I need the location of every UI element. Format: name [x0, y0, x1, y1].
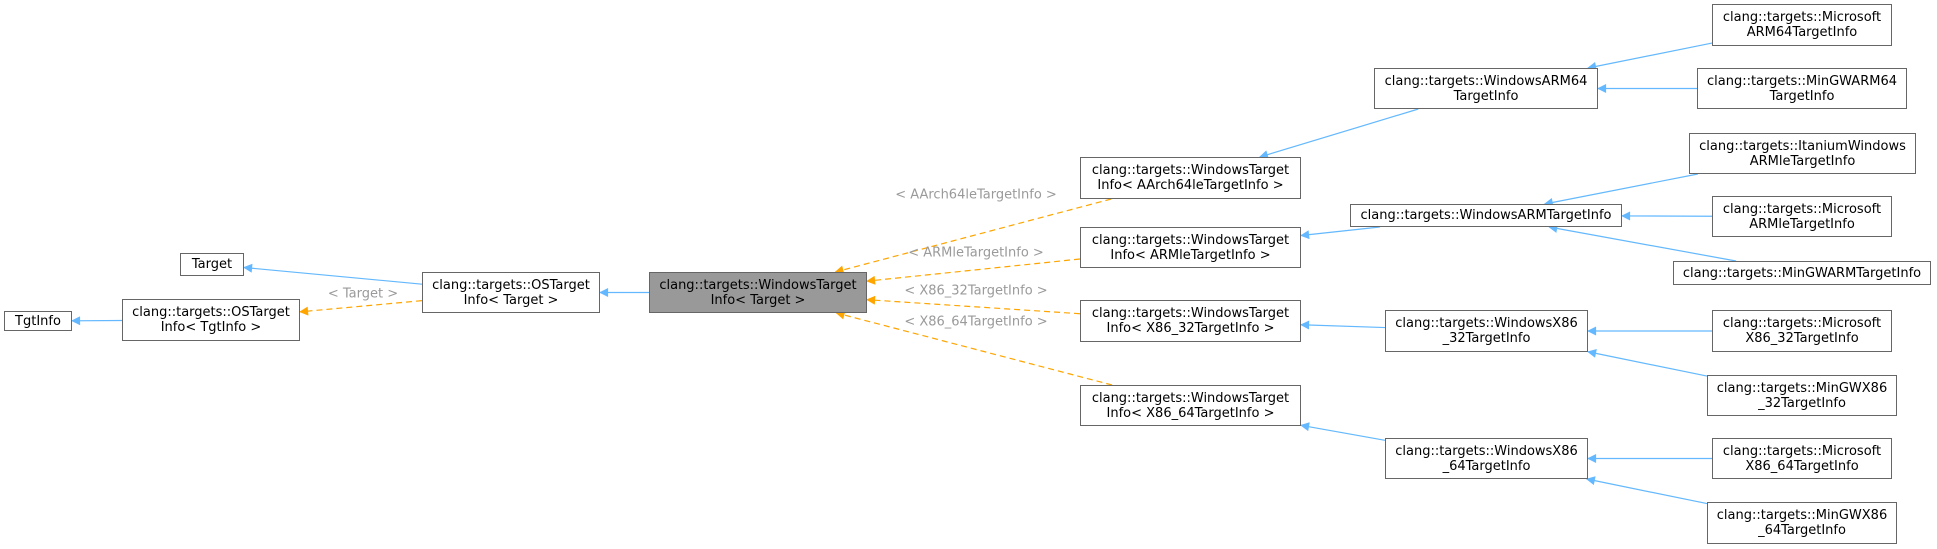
node-label-line: X86_64TargetInfo	[1745, 458, 1859, 474]
node-label-line: _32TargetInfo	[1442, 331, 1531, 346]
inheritance-edge	[1548, 224, 1737, 262]
inheritance-edge	[1300, 226, 1380, 240]
node-label-line: Info< ARMleTargetInfo >	[1110, 247, 1271, 263]
node-label-line: _64TargetInfo	[1442, 458, 1531, 474]
node-label-line: clang::targets::ItaniumWindows	[1699, 138, 1906, 154]
node-microsoft-armle-targetinfo[interactable]: clang::targets::Microsoft ARMleTargetInf…	[1712, 196, 1892, 237]
inheritance-edge	[1543, 173, 1698, 207]
node-windows-x86-64-targetinfo[interactable]: clang::targets::WindowsX86 _64TargetInfo	[1385, 438, 1588, 479]
edge-label-x86-32: < X86_32TargetInfo >	[904, 283, 1048, 299]
node-label-line: clang::targets::OSTarget	[132, 305, 290, 320]
node-mingw-arm64-targetinfo[interactable]: clang::targets::MinGWARM64 TargetInfo	[1697, 68, 1907, 109]
inheritance-edge	[1585, 476, 1708, 505]
node-label-line: Target	[191, 257, 233, 272]
node-mingw-x86-32-targetinfo[interactable]: clang::targets::MinGWX86 _32TargetInfo	[1707, 375, 1897, 416]
node-label-line: clang::targets::WindowsX86	[1395, 443, 1578, 459]
node-itaniumwindows-armle-targetinfo[interactable]: clang::targets::ItaniumWindows ARMleTarg…	[1689, 133, 1916, 174]
node-label-line: X86_32TargetInfo	[1745, 331, 1859, 346]
node-label-line: TargetInfo	[1453, 88, 1519, 104]
node-label-line: clang::targets::WindowsARMTargetInfo	[1360, 208, 1612, 223]
node-target[interactable]: Target	[180, 253, 244, 276]
node-windows-x86-32-targetinfo[interactable]: clang::targets::WindowsX86 _32TargetInfo	[1385, 310, 1588, 352]
inheritance-edge	[1300, 320, 1386, 330]
edge-label-x86-64: < X86_64TargetInfo >	[904, 314, 1048, 330]
node-label-line: Info< X86_64TargetInfo >	[1106, 405, 1275, 421]
inheritance-edge	[243, 263, 423, 285]
node-label-line: clang::targets::WindowsTarget	[1091, 163, 1290, 178]
node-windowstarget-info-target: clang::targets::WindowsTarget Info< Targ…	[649, 272, 867, 313]
node-windowstarget-info-x86-64[interactable]: clang::targets::WindowsTarget Info< X86_…	[1080, 385, 1301, 426]
node-microsoft-arm64-targetinfo[interactable]: clang::targets::Microsoft ARM64TargetInf…	[1712, 4, 1892, 46]
node-windowstarget-info-armle[interactable]: clang::targets::WindowsTarget Info< ARMl…	[1080, 227, 1301, 268]
node-label-line: clang::targets::Microsoft	[1722, 316, 1882, 331]
inheritance-edge	[1300, 422, 1386, 441]
edge-label-armle: < ARMleTargetInfo >	[908, 245, 1044, 261]
edge-label-aarch64: < AArch64leTargetInfo >	[895, 187, 1057, 203]
node-label-line: ARMleTargetInfo	[1749, 153, 1856, 169]
inheritance-edge	[1587, 42, 1713, 71]
node-label-line: ARMleTargetInfo	[1749, 216, 1855, 232]
inheritance-edge	[1587, 348, 1708, 377]
node-label-line: Info< Target >	[710, 292, 806, 308]
node-label-line: clang::targets::WindowsX86	[1395, 316, 1578, 331]
node-label-line: Info< Target >	[463, 292, 559, 308]
node-windows-arm64-targetinfo[interactable]: clang::targets::WindowsARM64 TargetInfo	[1374, 68, 1598, 109]
node-label-line: clang::targets::Microsoft	[1722, 10, 1882, 25]
node-label-line: Info< X86_32TargetInfo >	[1106, 321, 1275, 336]
node-microsoft-x86-64-targetinfo[interactable]: clang::targets::Microsoft X86_64TargetIn…	[1712, 438, 1892, 479]
node-mingw-arm-targetinfo[interactable]: clang::targets::MinGWARMTargetInfo	[1673, 261, 1931, 285]
node-mingw-x86-64-targetinfo[interactable]: clang::targets::MinGWX86 _64TargetInfo	[1707, 502, 1897, 544]
inheritance-edge	[1258, 108, 1419, 159]
node-label-line: clang::targets::MinGWARMTargetInfo	[1682, 265, 1922, 281]
node-label-line: clang::targets::Microsoft	[1722, 201, 1882, 217]
template-edge	[299, 300, 423, 316]
node-label-line: TgtInfo	[15, 313, 61, 329]
node-label-line: clang::targets::MinGWX86	[1716, 508, 1888, 523]
node-label-line: clang::targets::WindowsTarget	[659, 277, 857, 293]
node-ostarget-info-target[interactable]: clang::targets::OSTarget Info< Target >	[422, 272, 600, 313]
template-edge	[835, 310, 1113, 386]
node-windowstarget-info-aarch64[interactable]: clang::targets::WindowsTarget Info< AArc…	[1080, 157, 1301, 199]
node-label-line: Info< TgtInfo >	[160, 320, 262, 335]
node-label-line: _32TargetInfo	[1758, 395, 1846, 411]
node-label-line: TargetInfo	[1769, 88, 1835, 104]
edge-label-target: < Target >	[327, 286, 399, 302]
node-label-line: Info< AArch64leTargetInfo >	[1097, 178, 1284, 193]
node-tgtinfo[interactable]: TgtInfo	[4, 311, 72, 331]
node-label-line: clang::targets::WindowsTarget	[1091, 390, 1290, 406]
node-windows-arm-targetinfo[interactable]: clang::targets::WindowsARMTargetInfo	[1350, 204, 1622, 227]
node-windowstarget-info-x86-32[interactable]: clang::targets::WindowsTarget Info< X86_…	[1080, 300, 1301, 342]
node-label-line: clang::targets::OSTarget	[432, 277, 590, 293]
template-edge	[866, 258, 1081, 285]
node-label-line: clang::targets::WindowsARM64	[1384, 73, 1588, 89]
template-edge	[866, 295, 1081, 315]
template-edge	[834, 198, 1112, 275]
node-label-line: clang::targets::MinGWX86	[1716, 380, 1888, 396]
node-label-line: clang::targets::WindowsTarget	[1091, 232, 1290, 248]
node-label-line: clang::targets::WindowsTarget	[1091, 306, 1290, 321]
node-label-line: clang::targets::MinGWARM64	[1706, 73, 1897, 89]
node-label-line: _64TargetInfo	[1758, 523, 1846, 538]
node-ostarget-info-tgtinfo[interactable]: clang::targets::OSTarget Info< TgtInfo >	[122, 299, 300, 341]
node-microsoft-x86-32-targetinfo[interactable]: clang::targets::Microsoft X86_32TargetIn…	[1712, 310, 1892, 352]
node-label-line: clang::targets::Microsoft	[1722, 443, 1882, 459]
node-label-line: ARM64TargetInfo	[1746, 25, 1858, 40]
